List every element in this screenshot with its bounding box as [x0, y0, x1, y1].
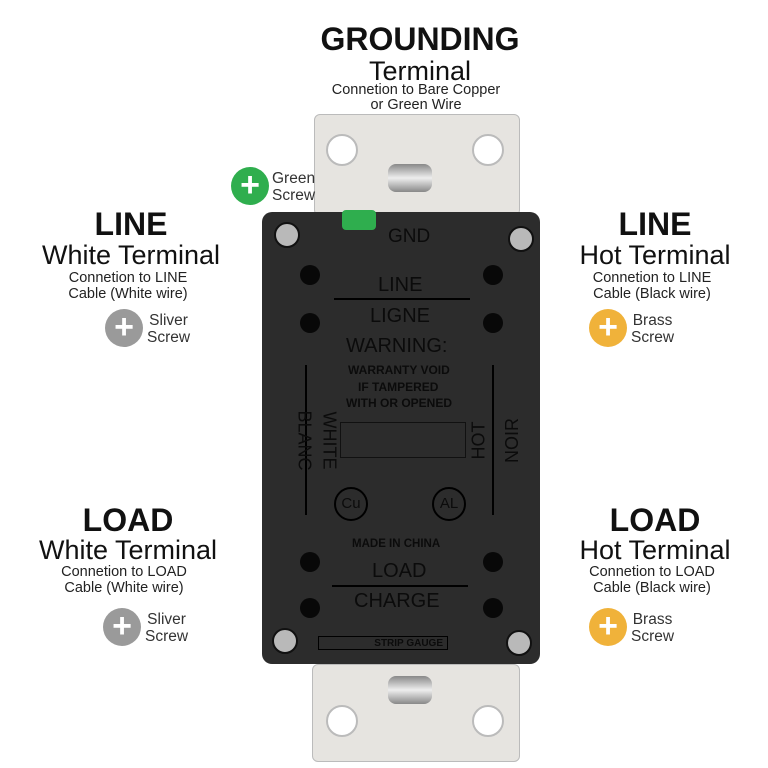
corner-screw	[272, 628, 298, 654]
line-left-title: LINE	[94, 206, 168, 242]
no-al-symbol: AL	[432, 487, 466, 521]
grounding-screw	[388, 164, 432, 192]
green-ground-screw	[342, 210, 376, 230]
load-left-title: LOAD	[82, 502, 174, 538]
screw-line1: Sliver	[147, 611, 186, 628]
load-left-subtitle: White Terminal	[38, 535, 218, 565]
grounding-desc-2: or Green Wire	[370, 97, 462, 113]
green-screw-line2: Screw	[272, 187, 316, 204]
silver-plus-icon: +	[103, 608, 141, 646]
load-right-desc-2: Cable (Black wire)	[593, 580, 711, 596]
cu-symbol: Cu	[334, 487, 368, 521]
made-in-china: MADE IN CHINA	[352, 538, 441, 550]
corner-screw	[508, 226, 534, 252]
strip-gauge: STRIP GAUGE	[318, 636, 448, 650]
brass-plus-icon: +	[589, 608, 627, 646]
label-window	[340, 422, 466, 458]
warning-line-1: WARRANTY VOID	[348, 363, 450, 377]
warning-line-3: WITH OR OPENED	[346, 396, 453, 410]
mounting-hole	[472, 134, 504, 166]
line-right-desc-1: Connetion to LINE	[592, 270, 712, 286]
grounding-title: GROUNDING	[320, 21, 520, 57]
ligne-marking: LIGNE	[370, 305, 431, 327]
green-screw-line1: Green	[272, 170, 316, 187]
screw-line1: Brass	[632, 312, 673, 329]
line-left-desc-2: Cable (White wire)	[68, 286, 188, 302]
line-left-subtitle: White Terminal	[41, 240, 221, 270]
line-arrow-icon	[334, 298, 470, 300]
load-right-title: LOAD	[609, 502, 701, 538]
load-right-desc-1: Connetion to LOAD	[589, 564, 715, 580]
corner-screw	[274, 222, 300, 248]
load-left-desc-1: Connetion to LOAD	[61, 564, 187, 580]
silver-plus-icon: +	[105, 309, 143, 347]
line-right-desc-2: Cable (Black wire)	[593, 286, 711, 302]
grounding-subtitle: Terminal	[368, 56, 472, 86]
warning-marking: WARNING:	[346, 335, 448, 357]
load-left-desc-2: Cable (White wire)	[64, 580, 184, 596]
grounding-desc-1: Connetion to Bare Copper	[331, 82, 501, 98]
blanc-marking: BLANC	[294, 410, 315, 471]
load-right-subtitle: Hot Terminal	[579, 535, 731, 565]
hot-arrow-icon	[492, 365, 494, 515]
screw-line1: Sliver	[149, 312, 188, 329]
charge-marking: CHARGE	[354, 590, 440, 612]
warning-line-2: IF TAMPERED	[358, 380, 439, 394]
strap-screw	[388, 676, 432, 704]
green-plus-icon: +	[231, 167, 269, 205]
screw-line2: Screw	[631, 329, 675, 346]
mounting-hole	[326, 134, 358, 166]
line-left-desc-1: Connetion to LINE	[68, 270, 188, 286]
brass-plus-icon: +	[589, 309, 627, 347]
screw-line2: Screw	[631, 628, 675, 645]
hot-marking: HOT	[468, 421, 489, 460]
gnd-label: GND	[388, 226, 431, 247]
screw-line2: Screw	[147, 329, 191, 346]
screw-line2: Screw	[145, 628, 189, 645]
load-marking: LOAD	[372, 560, 427, 582]
mounting-hole	[472, 705, 504, 737]
noir-marking: NOIR	[502, 418, 522, 463]
white-arrow-icon	[305, 365, 307, 515]
corner-screw	[506, 630, 532, 656]
white-marking: WHITE	[319, 411, 340, 470]
line-marking: LINE	[378, 274, 423, 296]
load-arrow-icon	[332, 585, 468, 587]
line-right-subtitle: Hot Terminal	[579, 240, 731, 270]
mounting-hole	[326, 705, 358, 737]
screw-line1: Brass	[632, 611, 673, 628]
line-right-title: LINE	[618, 206, 692, 242]
